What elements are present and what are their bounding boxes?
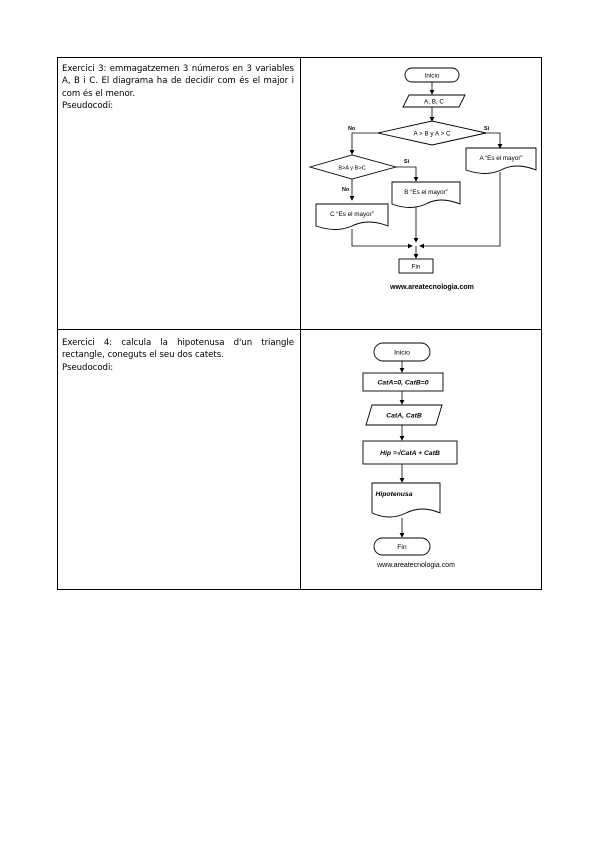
init-process bbox=[362, 372, 444, 392]
branch2-no-label: No bbox=[342, 187, 350, 193]
hypotenuse-formula: Hip =√CatA + CatB bbox=[380, 449, 440, 457]
input-parallelogram bbox=[402, 94, 466, 108]
init-label: CatA=0, CatB=0 bbox=[378, 380, 429, 387]
branch-si-label: Si bbox=[484, 126, 490, 132]
output-a-document bbox=[465, 147, 537, 174]
input-label: A, B, C bbox=[424, 99, 444, 106]
end-terminal bbox=[398, 258, 434, 274]
input-parallelogram bbox=[365, 404, 443, 426]
exercise3-cell: Exercici 3: emmagatzemen 3 números en 3 … bbox=[62, 63, 294, 112]
watermark: www.areatecnologia.com bbox=[376, 562, 455, 569]
decision-a-label: A > B y A > C bbox=[413, 131, 451, 138]
exercise4-flowchart: Inicio CatA=0, CatB=0 CatA, CatB Hip =√C… bbox=[360, 337, 490, 577]
output-document bbox=[371, 482, 441, 518]
output-c-document bbox=[315, 203, 389, 230]
exercise-table: Exercici 3: emmagatzemen 3 números en 3 … bbox=[57, 57, 542, 590]
end-label: Fin bbox=[397, 544, 407, 551]
input-label: CatA, CatB bbox=[386, 413, 422, 420]
branch-no-label: No bbox=[348, 126, 356, 132]
column-divider bbox=[300, 58, 301, 589]
decision-b-diamond bbox=[308, 154, 398, 180]
output-b-document bbox=[391, 181, 461, 208]
exercise4-cell: Exercici 4: calcula la hipotenusa d'un t… bbox=[62, 337, 294, 374]
exercise4-statement: Exercici 4: calcula la hipotenusa d'un t… bbox=[62, 338, 294, 361]
start-terminal bbox=[373, 342, 431, 362]
output-c-label: C “Es el mayor” bbox=[330, 211, 374, 218]
branch2-si-label: Si bbox=[404, 159, 410, 165]
decision-b-label: B>A y B>C bbox=[338, 166, 365, 172]
row-divider bbox=[58, 329, 541, 330]
start-terminal bbox=[404, 67, 460, 83]
start-label: Inicio bbox=[425, 73, 440, 80]
start-label: Inicio bbox=[394, 350, 410, 357]
hypotenuse-process bbox=[362, 440, 458, 465]
exercise4-pseudocode-label: Pseudocodi: bbox=[62, 362, 114, 373]
output-a-label: A “Es el mayor” bbox=[479, 155, 522, 162]
output-b-label: B “Es el mayor” bbox=[404, 189, 447, 196]
output-label: Hipotenusa bbox=[375, 491, 412, 498]
exercise3-pseudocode-label: Pseudocodi: bbox=[62, 100, 114, 111]
exercise3-flowchart: Inicio A, B, C A > B y A > C B>A y B>C A… bbox=[300, 60, 540, 300]
end-label: Fin bbox=[412, 264, 421, 271]
exercise3-statement: Exercici 3: emmagatzemen 3 números en 3 … bbox=[62, 64, 294, 99]
end-terminal bbox=[373, 537, 431, 556]
decision-a-diamond bbox=[377, 120, 487, 146]
watermark: www.areatecnologia.com bbox=[389, 284, 474, 291]
